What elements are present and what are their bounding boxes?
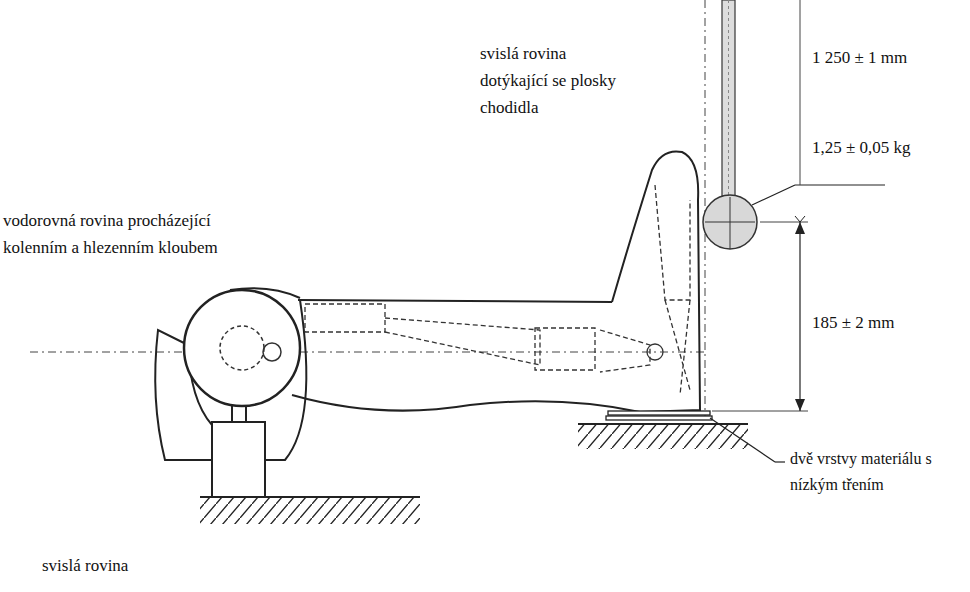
mass-label: 1,25 ± 0,05 kg <box>812 134 962 161</box>
plane-label: vodorovná rovina procházející kolenním a… <box>3 207 221 261</box>
plane-label: svislá rovina dotýkající se plosky chodi… <box>480 40 630 121</box>
material-label: dvě vrstvy materiálu s nízkým třením <box>790 446 964 498</box>
dimension-label: 185 ± 2 mm <box>812 309 962 336</box>
dimension-label: 1 250 ± 1 mm <box>812 44 962 71</box>
plane-label: svislá rovina <box>42 552 242 579</box>
